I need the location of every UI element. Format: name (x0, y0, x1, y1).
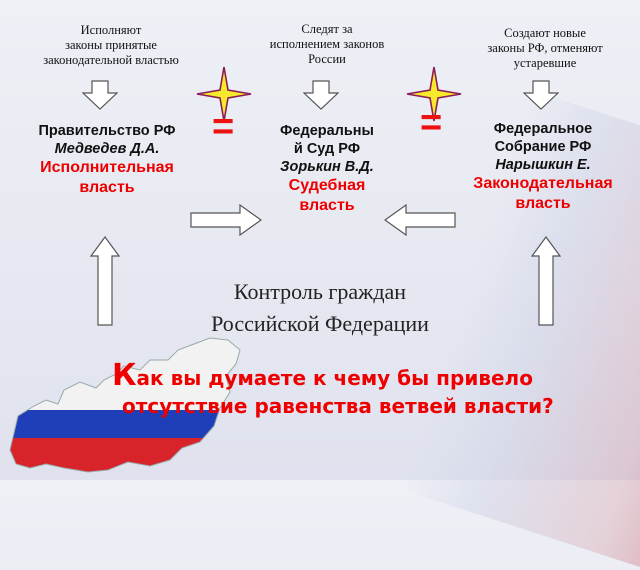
equals-sign-right: = (420, 102, 443, 144)
branch-executive: Правительство РФ Медведев Д.А. Исполните… (0, 122, 214, 198)
branch-legislative: Федеральное Собрание РФ Нарышкин Е. Зако… (446, 120, 640, 214)
question-line-1: Как вы думаете к чему бы привело (112, 361, 554, 392)
branch-legislative-org-line-2: Собрание РФ (494, 139, 592, 155)
left-arrow-icon (384, 204, 456, 236)
top-center-line-2: исполнением законов (269, 37, 385, 51)
equals-sign-left: = (212, 106, 235, 148)
branch-judicial-org-line-2: й Суд РФ (293, 141, 361, 157)
branch-judicial-power-line-1: Судебная (288, 177, 366, 194)
citizen-control-text: Контроль граждан Российской Федерации (150, 276, 490, 340)
citizen-control-line-1: Контроль граждан (233, 279, 407, 304)
question-line-1-rest: ак вы думаете к чему бы привело (136, 366, 533, 390)
top-center-description: Следят за исполнением законов России (232, 22, 422, 67)
russia-map-flag-image (9, 337, 241, 473)
branch-executive-power-line-1: Исполнительная (40, 159, 174, 176)
branch-executive-org: Правительство РФ (38, 123, 176, 139)
question-text: Как вы думаете к чему бы привело отсутст… (112, 361, 554, 420)
branch-judicial-leader: Зорькин В.Д. (280, 159, 374, 175)
star-right-icon (406, 66, 462, 122)
top-right-line-2: законы РФ, отменяют (487, 41, 603, 55)
branch-legislative-power-line-1: Законодательная (473, 175, 613, 192)
down-arrow-left-icon (82, 80, 118, 110)
star-left-icon (196, 66, 252, 122)
branch-legislative-org-line-1: Федеральное (493, 121, 593, 137)
top-right-line-3: устаревшие (513, 56, 577, 70)
down-arrow-right-icon (523, 80, 559, 110)
top-left-description: Исполняют законы принятые законодательно… (6, 23, 216, 68)
up-arrow-right-icon (531, 236, 561, 326)
top-center-line-1: Следят за (301, 22, 353, 36)
question-first-letter: К (112, 358, 137, 393)
branch-executive-leader: Медведев Д.А. (54, 141, 160, 157)
branch-judicial: Федеральны й Суд РФ Зорькин В.Д. Судебна… (252, 122, 402, 216)
branch-legislative-leader: Нарышкин Е. (495, 157, 591, 173)
top-right-line-1: Создают новые (504, 26, 586, 40)
top-center-line-3: России (308, 52, 346, 66)
branch-judicial-org-line-1: Федеральны (280, 123, 374, 139)
top-right-description: Создают новые законы РФ, отменяют устаре… (450, 26, 640, 71)
up-arrow-left-icon (90, 236, 120, 326)
branch-judicial-power-line-2: власть (299, 197, 355, 214)
top-left-line-2: законы принятые (65, 38, 157, 52)
question-line-2: отсутствие равенства ветвей власти? (122, 394, 554, 418)
citizen-control-line-2: Российской Федерации (211, 311, 429, 336)
right-arrow-icon (190, 204, 262, 236)
branch-executive-power-line-2: власть (79, 179, 135, 196)
top-left-line-3: законодательной властью (43, 53, 179, 67)
top-left-line-1: Исполняют (80, 23, 142, 37)
down-arrow-center-icon (303, 80, 339, 110)
branch-legislative-power-line-2: власть (515, 195, 571, 212)
